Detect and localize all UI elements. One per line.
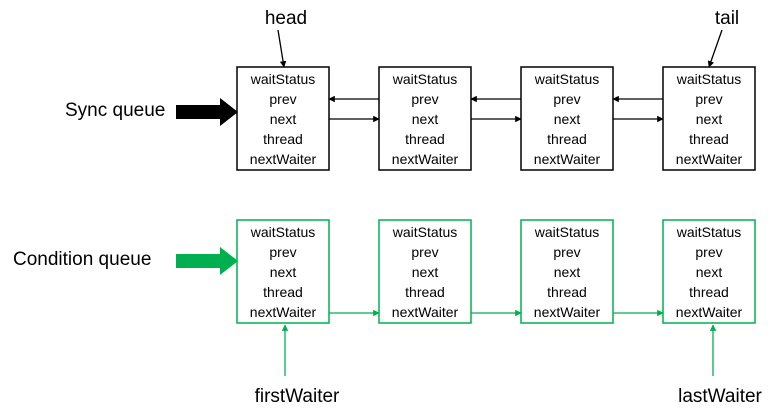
condition-node-3-field-next: next	[554, 264, 581, 280]
sync-queue-arrow-icon	[176, 98, 238, 126]
sync-node-3-field-prev: prev	[553, 91, 580, 107]
condition-node-3-field-thread: thread	[547, 284, 587, 300]
sync-node-4: waitStatus prev next thread nextWaiter	[662, 66, 756, 171]
first-waiter-label: firstWaiter	[255, 386, 340, 407]
condition-node-4-field-nextwaiter: nextWaiter	[676, 304, 743, 320]
condition-node-1: waitStatus prev next thread nextWaiter	[236, 219, 330, 324]
sync-node-2-field-next: next	[412, 111, 439, 127]
condition-node-2: waitStatus prev next thread nextWaiter	[378, 219, 472, 324]
condition-node-1-field-prev: prev	[269, 244, 296, 260]
condition-node-2-field-waitstatus: waitStatus	[392, 224, 458, 240]
condition-node-2-field-prev: prev	[411, 244, 438, 260]
condition-node-2-field-nextwaiter: nextWaiter	[392, 304, 459, 320]
condition-node-2-box	[378, 219, 472, 324]
sync-queue: Sync queue head tail waitStatus prev nex…	[65, 8, 756, 171]
head-label: head	[265, 8, 307, 29]
condition-node-4-field-thread: thread	[689, 284, 729, 300]
condition-node-4-field-prev: prev	[695, 244, 722, 260]
sync-node-1-field-next: next	[270, 111, 297, 127]
condition-node-3-field-nextwaiter: nextWaiter	[534, 304, 601, 320]
condition-queue-arrow-icon	[176, 247, 238, 275]
condition-node-1-field-thread: thread	[263, 284, 303, 300]
condition-node-3-field-waitstatus: waitStatus	[534, 224, 600, 240]
sync-node-2-box	[378, 66, 472, 171]
sync-node-1-field-waitstatus: waitStatus	[250, 71, 316, 87]
sync-node-3: waitStatus prev next thread nextWaiter	[520, 66, 614, 171]
last-waiter-label: lastWaiter	[678, 386, 762, 407]
sync-node-1-box	[236, 66, 330, 171]
condition-node-4: waitStatus prev next thread nextWaiter	[662, 219, 756, 324]
condition-queue: Condition queue waitStatus prev next thr…	[13, 219, 763, 407]
sync-node-4-field-next: next	[696, 111, 723, 127]
condition-node-4-field-next: next	[696, 264, 723, 280]
condition-node-1-field-nextwaiter: nextWaiter	[250, 304, 317, 320]
sync-node-2-field-nextwaiter: nextWaiter	[392, 151, 459, 167]
tail-pointer-arrow	[707, 29, 723, 68]
condition-node-3: waitStatus prev next thread nextWaiter	[520, 219, 614, 324]
condition-node-3-box	[520, 219, 614, 324]
sync-node-3-box	[520, 66, 614, 171]
sync-node-2-field-prev: prev	[411, 91, 438, 107]
condition-node-1-field-next: next	[270, 264, 297, 280]
sync-node-2-field-thread: thread	[405, 131, 445, 147]
sync-node-1-field-prev: prev	[269, 91, 296, 107]
condition-node-4-box	[662, 219, 756, 324]
sync-node-3-field-nextwaiter: nextWaiter	[534, 151, 601, 167]
condition-node-2-field-thread: thread	[405, 284, 445, 300]
condition-node-3-field-prev: prev	[553, 244, 580, 260]
condition-node-1-box	[236, 219, 330, 324]
tail-label: tail	[715, 8, 739, 29]
condition-node-1-field-waitstatus: waitStatus	[250, 224, 316, 240]
sync-node-1: waitStatus prev next thread nextWaiter	[236, 66, 330, 171]
sync-node-4-box	[662, 66, 756, 171]
sync-node-4-field-waitstatus: waitStatus	[676, 71, 742, 87]
head-pointer-arrow	[277, 29, 287, 68]
sync-node-4-field-prev: prev	[695, 91, 722, 107]
sync-node-1-field-thread: thread	[263, 131, 303, 147]
condition-queue-label: Condition queue	[13, 249, 151, 270]
sync-node-2-field-waitstatus: waitStatus	[392, 71, 458, 87]
sync-node-1-field-nextwaiter: nextWaiter	[250, 151, 317, 167]
condition-node-2-field-next: next	[412, 264, 439, 280]
sync-node-3-field-thread: thread	[547, 131, 587, 147]
sync-node-3-field-next: next	[554, 111, 581, 127]
sync-node-4-field-thread: thread	[689, 131, 729, 147]
sync-node-3-field-waitstatus: waitStatus	[534, 71, 600, 87]
condition-node-4-field-waitstatus: waitStatus	[676, 224, 742, 240]
sync-queue-label: Sync queue	[65, 100, 165, 121]
sync-node-4-field-nextwaiter: nextWaiter	[676, 151, 743, 167]
sync-node-2: waitStatus prev next thread nextWaiter	[378, 66, 472, 171]
